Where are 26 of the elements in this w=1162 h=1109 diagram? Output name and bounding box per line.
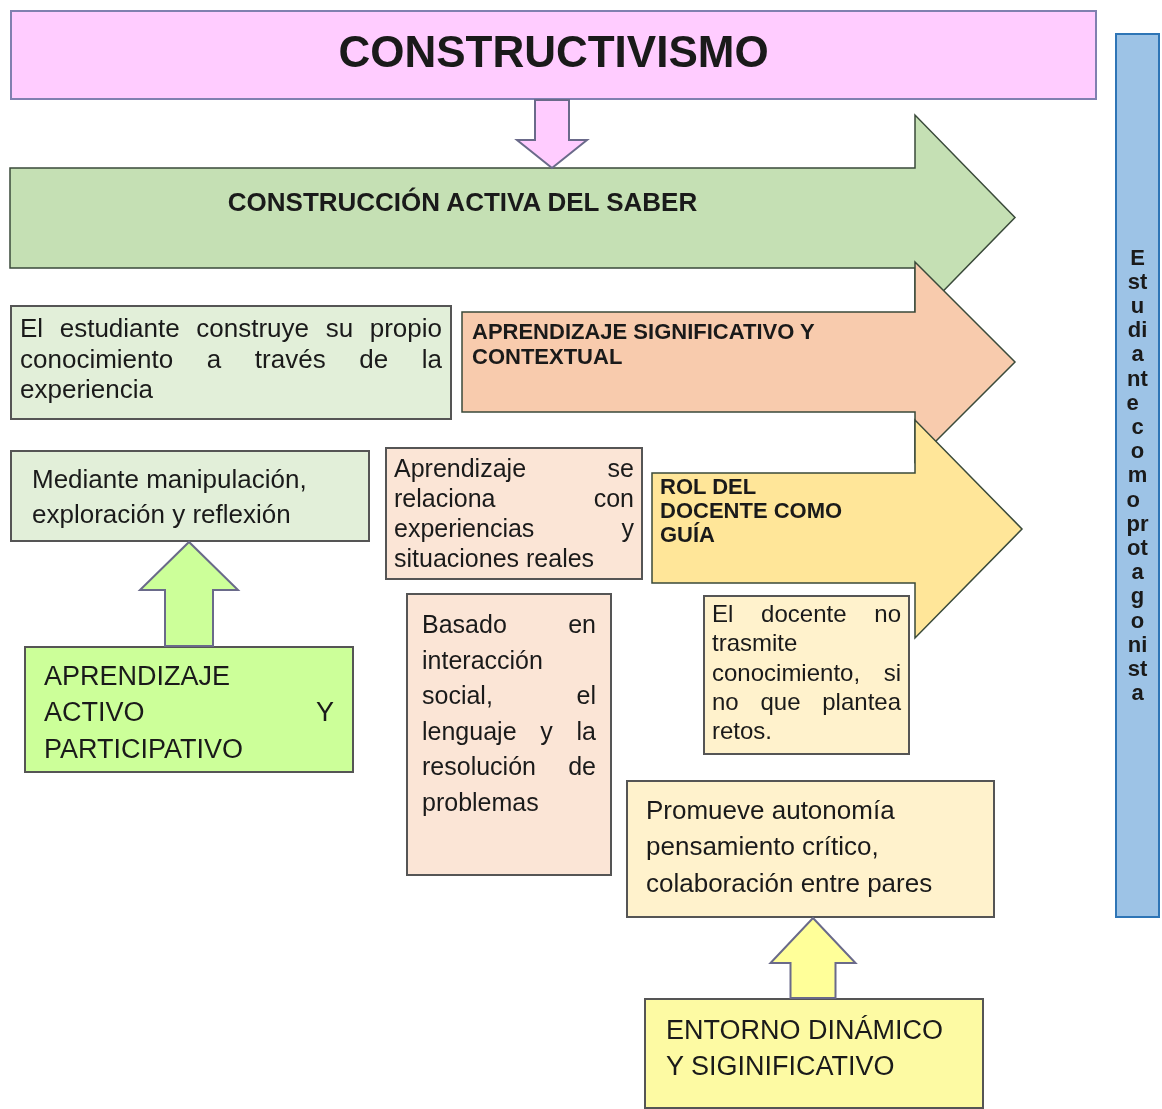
box-text: APRENDIZAJE ACTIVO Y PARTICIPATIVO bbox=[44, 660, 334, 766]
text-box bbox=[644, 998, 984, 1109]
block-arrow bbox=[514, 99, 590, 170]
vertical-label: Estudiante como protagonista bbox=[1126, 245, 1149, 706]
text-box bbox=[24, 646, 354, 773]
text-box bbox=[385, 447, 643, 580]
title: CONSTRUCTIVISMO bbox=[337, 26, 770, 78]
box-text: Promueve autonomía pensamiento crítico, colaboración entre pares bbox=[646, 794, 934, 900]
block-arrow bbox=[137, 540, 241, 647]
text-box bbox=[626, 780, 995, 918]
box-text: Mediante manipulación, exploración y reflexión bbox=[32, 463, 308, 532]
text-box bbox=[703, 595, 910, 755]
text-box bbox=[406, 593, 612, 876]
box-text: El estudiante construye su propio conocimiento a través de la experiencia bbox=[20, 313, 442, 405]
vertical-banner bbox=[1115, 33, 1160, 918]
arrow-heading: ROL DEL DOCENTE COMO GUÍA bbox=[660, 475, 844, 548]
arrow-heading: CONSTRUCCIÓN ACTIVA DEL SABER bbox=[226, 187, 699, 219]
block-arrow bbox=[768, 916, 858, 999]
title-box bbox=[10, 10, 1097, 100]
box-text: El docente no trasmite conocimiento, si no que plantea retos. bbox=[712, 599, 901, 746]
box-text: Aprendizaje se relaciona con experiencias y situaciones reales bbox=[394, 453, 634, 573]
box-text: ENTORNO DINÁMICO Y SIGINIFICATIVO bbox=[666, 1014, 944, 1084]
arrow-heading: APRENDIZAJE SIGNIFICATIVO Y CONTEXTUAL bbox=[472, 319, 816, 370]
text-box bbox=[10, 305, 452, 420]
text-box bbox=[10, 450, 370, 542]
box-text: Basado en interacción social, el lenguaje y la resolución de problemas bbox=[422, 609, 596, 818]
